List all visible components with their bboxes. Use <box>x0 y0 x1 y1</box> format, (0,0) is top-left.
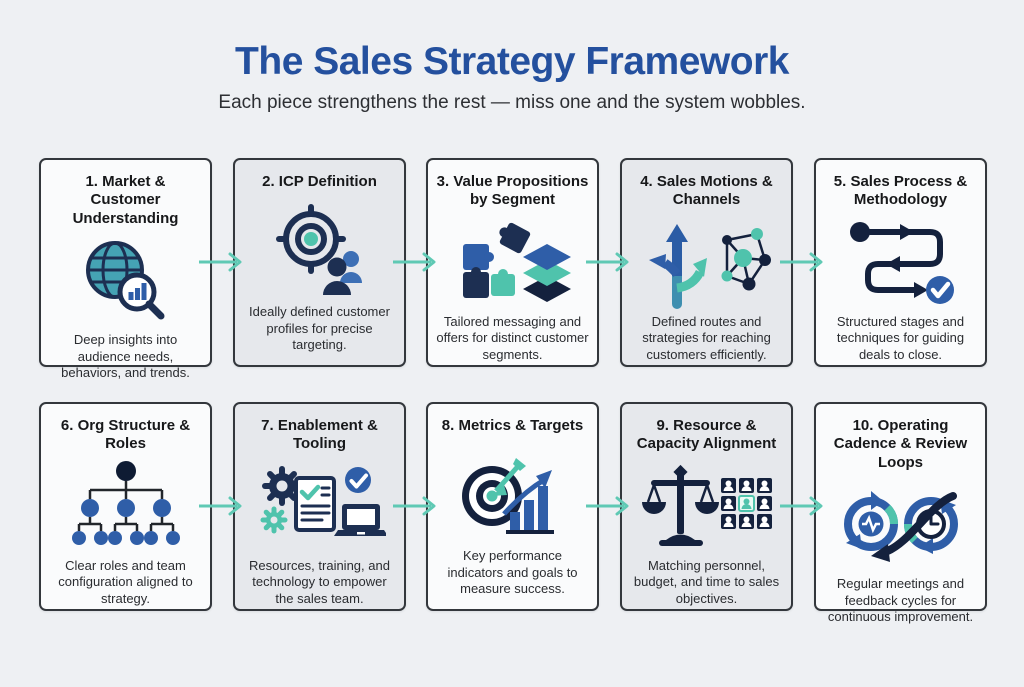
card-value-propositions: 3. Value Propositions by Segment Tailore… <box>426 158 599 367</box>
scale-people-grid-icon <box>641 454 773 558</box>
card-title: 7. Enablement & Tooling <box>261 417 378 453</box>
flow-arrow-icon <box>780 252 823 272</box>
gears-doc-laptop-icon <box>254 454 386 558</box>
card-resource-capacity-alignment: 9. Resource & Capacity Alignment <box>620 402 793 611</box>
card-sales-process-methodology: 5. Sales Process & Methodology Structure… <box>814 158 987 367</box>
card-org-structure-roles: 6. Org Structure & Roles <box>39 402 212 611</box>
card-title: 3. Value Propositions by Segment <box>436 173 589 209</box>
card-title: 1. Market & Customer Understanding <box>72 173 179 227</box>
branching-arrows-network-icon <box>641 210 773 314</box>
cycle-loops-clock-icon <box>835 472 967 576</box>
puzzle-layers-icon <box>451 210 575 314</box>
card-operating-cadence-review-loops: 10. Operating Cadence & Review Loops Reg… <box>814 402 987 624</box>
process-flow-check-icon <box>840 210 962 314</box>
flow-arrow-icon <box>199 496 242 516</box>
card-title: 10. Operating Cadence & Review Loops <box>833 417 968 471</box>
card-description: Ideally defined customer profiles for pr… <box>249 304 390 353</box>
card-description: Structured stages and techniques for gui… <box>836 313 965 362</box>
bullseye-growth-chart-icon <box>452 435 574 548</box>
page-subtitle: Each piece strengthens the rest — miss o… <box>218 92 806 113</box>
flow-arrow-icon <box>199 252 242 272</box>
org-chart-icon <box>65 454 187 558</box>
target-people-icon <box>265 191 375 304</box>
card-sales-motions-channels: 4. Sales Motions & Channels <box>620 158 793 367</box>
card-market-customer-understanding: 1. Market & Customer Understanding Deep … <box>39 158 212 380</box>
card-description: Key performance indicators and goals to … <box>447 548 578 597</box>
card-title: 8. Metrics & Targets <box>441 417 584 434</box>
card-description: Tailored messaging and offers for distin… <box>436 313 589 362</box>
flow-arrow-icon <box>586 496 629 516</box>
flow-arrow-icon <box>393 252 436 272</box>
card-title: 9. Resource & Capacity Alignment <box>636 417 777 453</box>
card-description: Regular meetings and feedback cycles for… <box>827 575 974 625</box>
card-description: Clear roles and team configuration align… <box>58 557 193 606</box>
card-enablement-tooling: 7. Enablement & Tooling <box>233 402 406 611</box>
card-description: Deep insights into audience needs, behav… <box>61 331 190 381</box>
flow-arrow-icon <box>393 496 436 516</box>
card-icp-definition: 2. ICP Definition Ideally defined custom… <box>233 158 406 367</box>
card-title: 4. Sales Motions & Channels <box>640 173 773 209</box>
card-description: Matching personnel, budget, and time to … <box>633 557 780 606</box>
card-metrics-targets: 8. Metrics & Targets Key performance ind… <box>426 402 599 611</box>
card-title: 5. Sales Process & Methodology <box>833 173 968 209</box>
page-title: The Sales Strategy Framework <box>235 40 789 83</box>
card-description: Resources, training, and technology to e… <box>249 557 390 606</box>
flow-arrow-icon <box>586 252 629 272</box>
card-description: Defined routes and strategies for reachi… <box>642 313 771 362</box>
flow-arrow-icon <box>780 496 823 516</box>
card-title: 2. ICP Definition <box>262 173 377 190</box>
globe-magnifier-chart-icon <box>71 228 181 332</box>
card-title: 6. Org Structure & Roles <box>60 417 191 453</box>
